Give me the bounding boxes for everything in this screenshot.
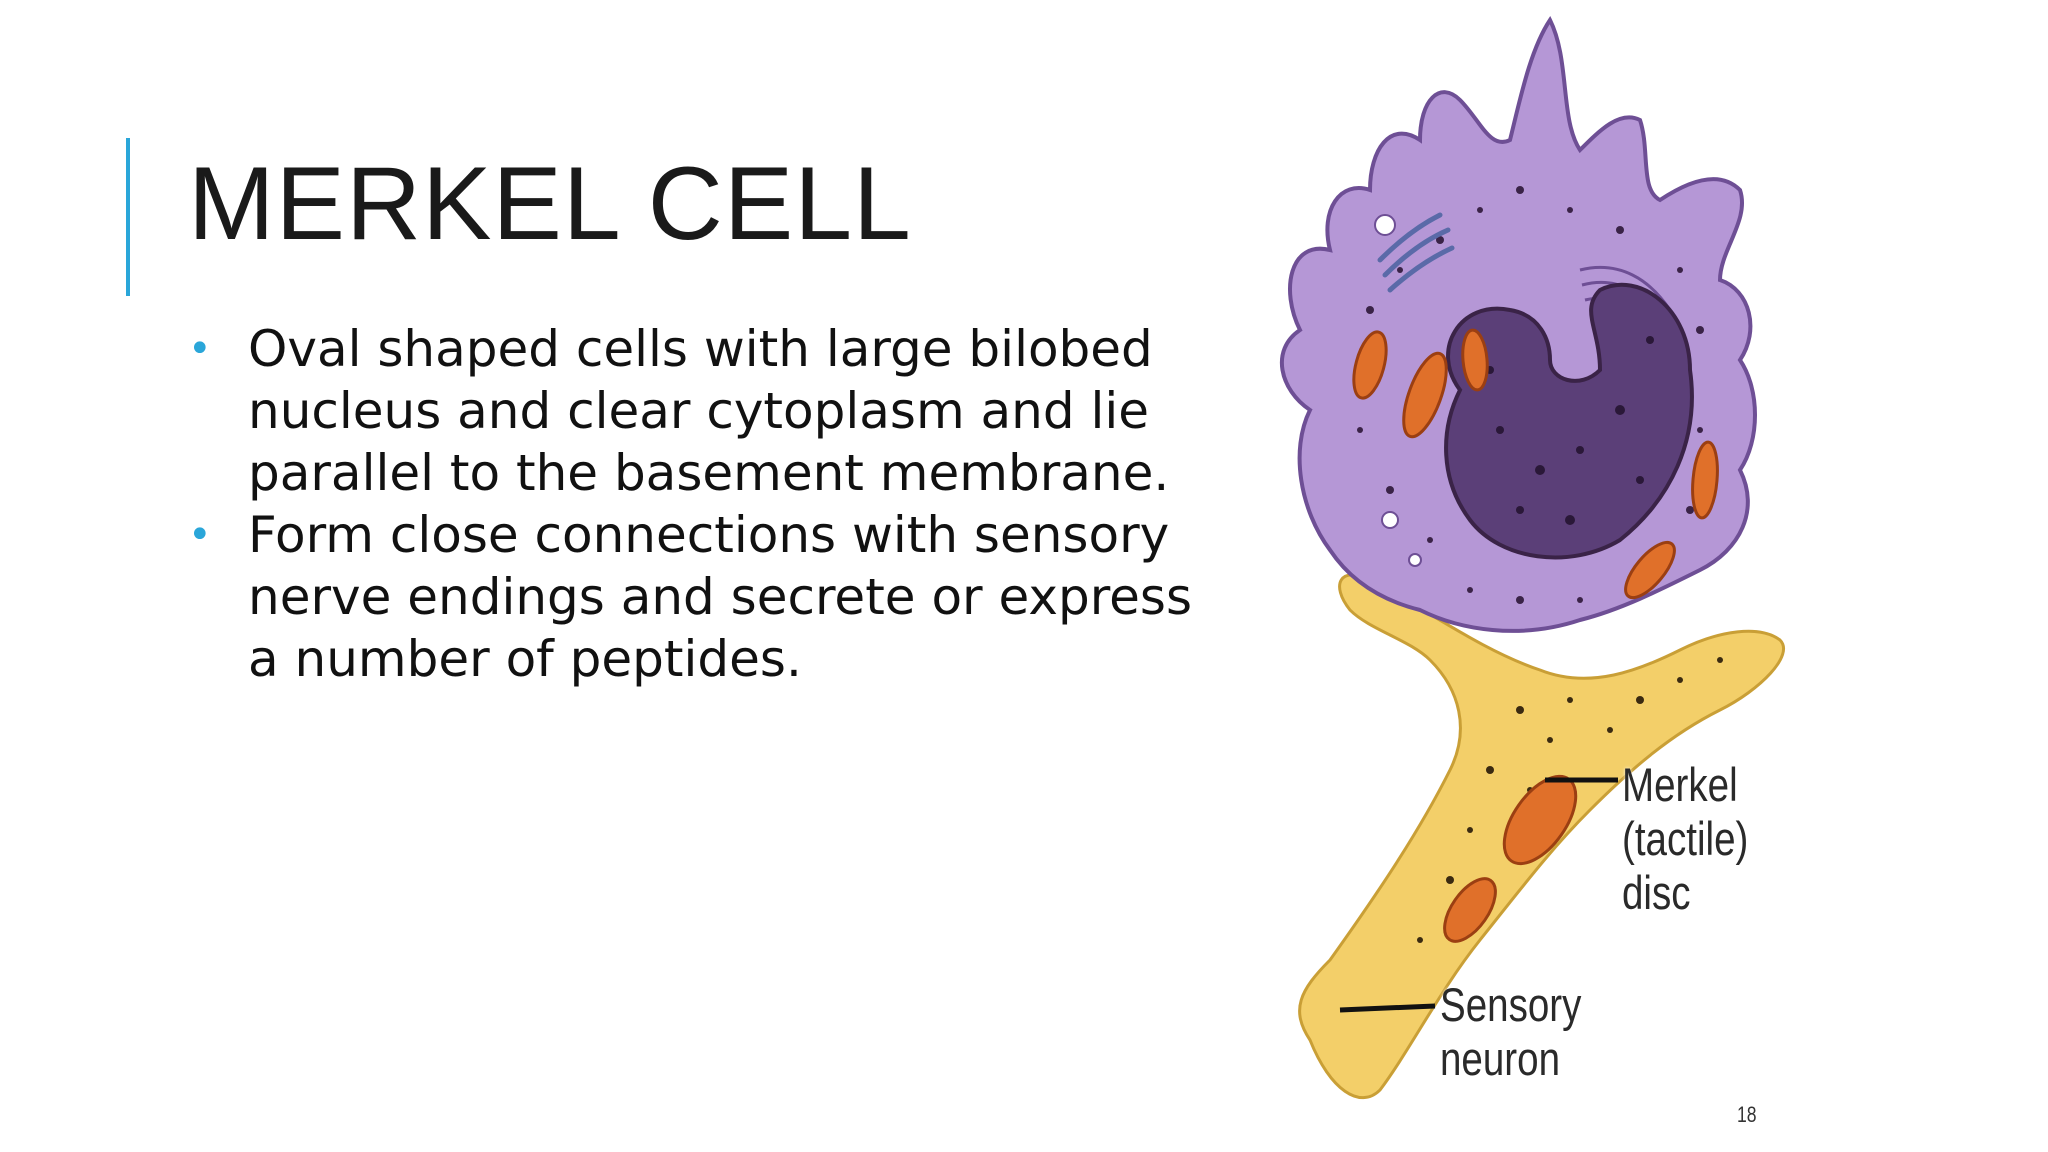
neuron-label-line: neuron	[1440, 1032, 1561, 1085]
bullet-item: • Oval shaped cells with large bilobed n…	[188, 318, 1218, 504]
page-number: 18	[1737, 1102, 1757, 1127]
bullet-item: • Form close connections with sensory ne…	[188, 504, 1218, 690]
merkel-cell-illustration: Merkel (tactile) disc Sensory neuron	[1220, 10, 1840, 1140]
slide-title: MERKEL CELL	[188, 146, 912, 262]
bullet-symbol: •	[188, 512, 212, 558]
title-accent-bar	[126, 138, 130, 296]
merkel-label-line: (tactile)	[1622, 812, 1749, 865]
sensory-neuron-shape	[1298, 573, 1785, 1100]
bullet-text: Oval shaped cells with large bilobed nuc…	[248, 320, 1170, 502]
neuron-leader-line	[1339, 1003, 1436, 1013]
neuron-label-line: Sensory	[1440, 978, 1582, 1031]
bullet-text: Form close connections with sensory nerv…	[248, 506, 1193, 688]
merkel-label-line: disc	[1622, 866, 1691, 919]
bullet-list: • Oval shaped cells with large bilobed n…	[188, 318, 1218, 690]
merkel-disc-label: Merkel (tactile) disc	[1622, 758, 1748, 920]
mitochondria-group	[1352, 328, 1719, 600]
sensory-neuron-label: Sensory neuron	[1440, 978, 1581, 1086]
bullet-symbol: •	[188, 326, 212, 372]
merkel-cell-body-shape	[1280, 16, 1757, 633]
merkel-label-line: Merkel	[1622, 758, 1738, 811]
